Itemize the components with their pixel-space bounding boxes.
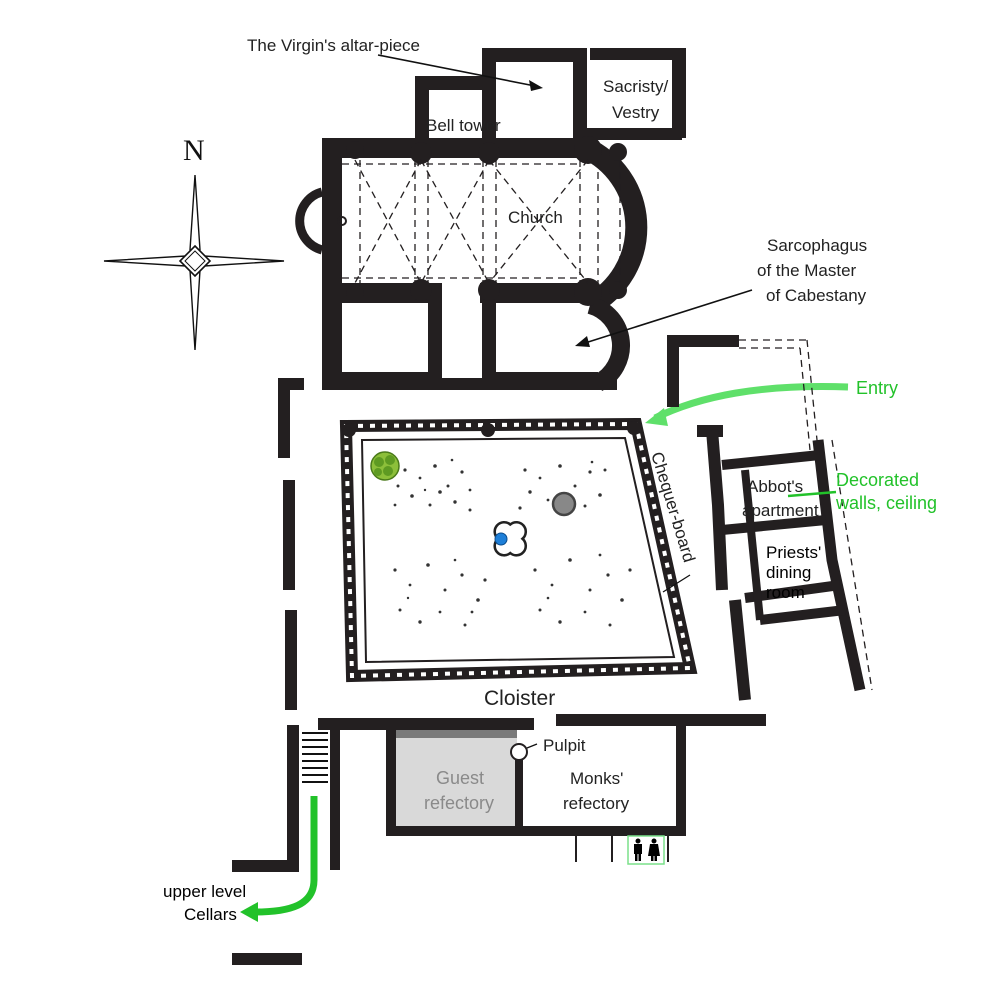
sacristy-label-line1: Sacristy/ <box>603 77 668 96</box>
upper-level-label: upper level <box>163 882 246 901</box>
sarcophagus-label-line1: Sarcophagus <box>767 236 867 255</box>
priests-label-line2: dining <box>766 563 811 582</box>
stairs <box>302 732 328 783</box>
altar-piece-label: The Virgin's altar-piece <box>247 36 420 55</box>
compass-north-label: N <box>183 134 205 167</box>
tree-icon <box>370 451 400 481</box>
bell-tower-label: Bell tower <box>426 116 501 135</box>
church-vaulting <box>342 159 621 284</box>
priests-label-line1: Priests' <box>766 543 821 562</box>
cloister-label: Cloister <box>484 687 555 710</box>
church-label: Church <box>508 208 563 227</box>
decorated-label-line2: walls, ceiling <box>835 493 937 513</box>
toilets-icon <box>627 835 665 865</box>
abbot-label-line1: Abbot's <box>747 477 803 496</box>
guest-refectory-label-line2: refectory <box>424 793 494 813</box>
decorated-label-line1: Decorated <box>836 470 919 490</box>
east-wing-walls <box>667 335 873 701</box>
pulpit-label: Pulpit <box>543 736 586 755</box>
garden-beds <box>393 458 632 627</box>
priests-label-line3: room <box>766 583 805 602</box>
cloister-outer-walls <box>232 378 766 965</box>
compass-rose-icon <box>103 174 285 351</box>
monks-refectory-label-line1: Monks' <box>570 769 623 788</box>
sarcophagus-label-line2: of the Master <box>757 261 857 280</box>
refectory-walls <box>386 718 686 862</box>
sarcophagus-label-line3: of Cabestany <box>766 286 867 305</box>
monks-refectory-label-line2: refectory <box>563 794 630 813</box>
guest-refectory-label-line1: Guest <box>436 768 484 788</box>
abbot-label-line2: apartment <box>742 501 819 520</box>
fountain-icon <box>493 520 528 557</box>
entry-label: Entry <box>856 378 898 398</box>
pulpit-icon <box>510 743 538 761</box>
cellars-label: Cellars <box>184 905 237 924</box>
church-walls <box>295 48 687 392</box>
well-icon <box>551 491 577 517</box>
sacristy-label-line2: Vestry <box>612 103 660 122</box>
cloister-garth <box>339 417 698 683</box>
